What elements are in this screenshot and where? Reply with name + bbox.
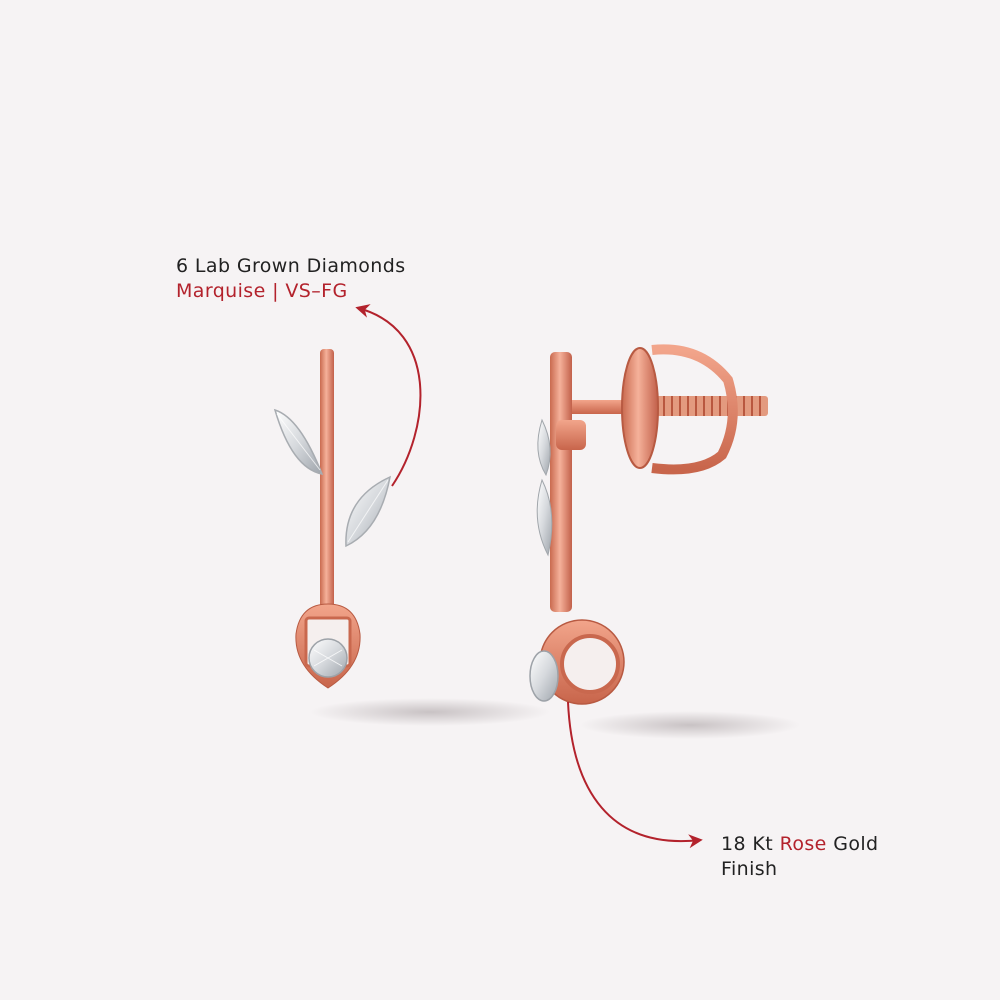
left-earring-shadow bbox=[310, 698, 550, 726]
right-earring-shadow bbox=[580, 711, 800, 739]
diamonds-callout: 6 Lab Grown Diamonds Marquise | VS–FG bbox=[176, 254, 406, 304]
screw-thread bbox=[640, 396, 768, 416]
metal-callout-arrow bbox=[567, 701, 703, 849]
metal-label-line1: 18 Kt Rose Gold bbox=[721, 832, 878, 857]
left-earring bbox=[273, 349, 392, 689]
metal-callout: 18 Kt Rose Gold Finish bbox=[721, 832, 878, 882]
right-earring-flower-setting bbox=[529, 619, 625, 705]
marquise-diamond-upper bbox=[273, 408, 324, 476]
metal-type: Gold bbox=[826, 833, 879, 855]
left-earring-flower-setting bbox=[295, 603, 361, 689]
metal-label-line2: Finish bbox=[721, 858, 778, 880]
diamonds-count-label: 6 Lab Grown Diamonds bbox=[176, 255, 406, 277]
diamonds-callout-arrow bbox=[355, 304, 422, 487]
diamonds-spec-label: Marquise | VS–FG bbox=[176, 280, 348, 302]
metal-karat: 18 Kt bbox=[721, 833, 780, 855]
screw-back bbox=[621, 344, 738, 475]
right-earring bbox=[529, 344, 768, 705]
right-earring-bar bbox=[550, 352, 572, 612]
marquise-diamond-lower bbox=[345, 475, 392, 548]
left-earring-bar bbox=[320, 349, 334, 611]
metal-color-highlight: Rose bbox=[779, 833, 827, 855]
